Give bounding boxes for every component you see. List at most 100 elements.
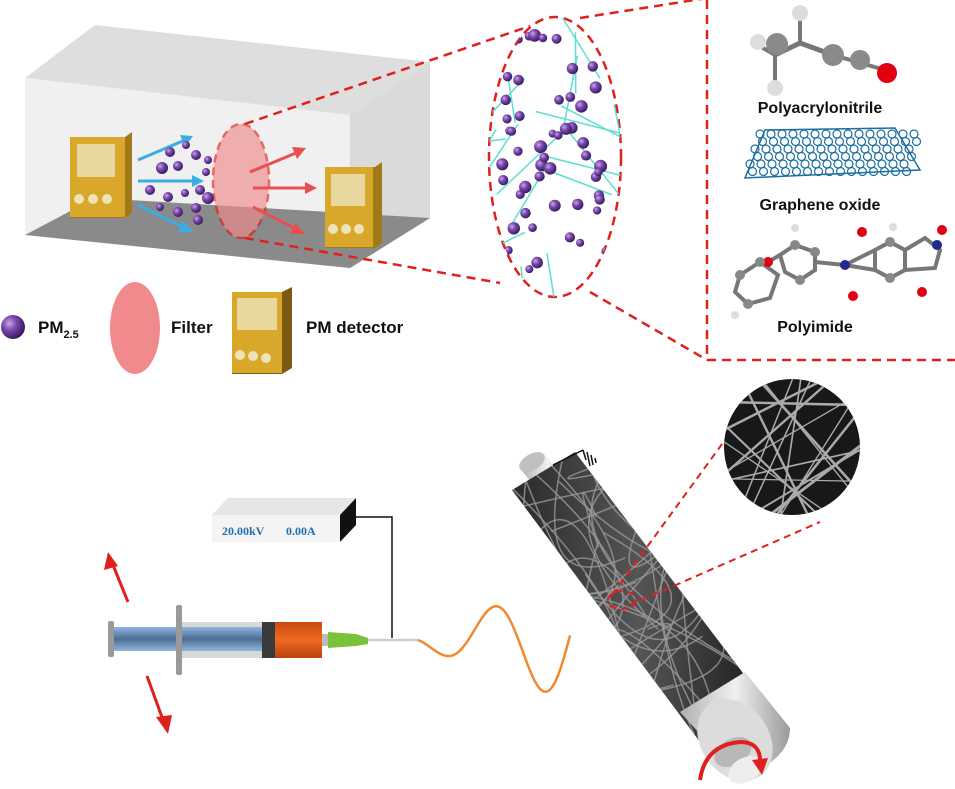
rotation-arrow — [698, 739, 763, 781]
graphene-hexagon — [860, 144, 870, 154]
current-readout: 0.00A — [286, 524, 316, 538]
graphene-hexagon — [865, 129, 875, 139]
sem-fiber — [724, 447, 860, 483]
graphene-hexagon — [766, 129, 776, 139]
captured-pm-particle — [548, 199, 561, 212]
material-label-graphene-oxide: Graphene oxide — [760, 197, 881, 214]
pm-particle — [193, 215, 203, 225]
nanofiber-strand — [613, 104, 621, 188]
captured-pm-particle — [502, 114, 512, 124]
captured-pm-particle — [553, 131, 563, 140]
sem-fiber — [757, 379, 856, 497]
graphene-hexagon — [893, 144, 903, 154]
graphene-hexagon — [856, 136, 867, 147]
graphene-hexagon — [855, 159, 865, 169]
pm-particle — [156, 203, 164, 211]
graphene-hexagon — [789, 159, 799, 169]
graphene-hexagon — [838, 144, 848, 154]
graphene-hexagon — [845, 136, 856, 147]
graphene-hexagon — [796, 151, 807, 162]
graphene-hexagon — [882, 144, 892, 154]
captured-pm-particle — [497, 39, 509, 52]
captured-pm-particle — [538, 33, 548, 43]
graphene-hexagon — [873, 151, 884, 162]
captured-pm-particle — [514, 111, 525, 122]
sem-fiber — [760, 436, 860, 515]
graphene-hexagon — [854, 129, 864, 139]
captured-pm-particle — [534, 171, 545, 182]
sem-fiber — [742, 382, 814, 515]
nanofiber-strand — [547, 156, 621, 187]
pm-particle-icon — [1, 315, 25, 339]
graphene-hexagon — [800, 159, 810, 169]
graphene-hexagon — [807, 151, 818, 162]
captured-pm-particle — [534, 140, 548, 154]
graphene-hexagon — [827, 144, 837, 154]
graphene-hexagon — [832, 129, 842, 139]
sem-fiber — [724, 379, 834, 481]
hv-wire — [356, 516, 393, 638]
ground-symbol — [552, 449, 597, 467]
captured-pm-particle — [507, 222, 521, 235]
voltage-readout: 20.00kV — [222, 524, 265, 538]
graphene-hexagon — [849, 144, 859, 154]
graphene-hexagon — [778, 159, 788, 169]
graphene-hexagon — [785, 151, 796, 162]
pm-particles — [145, 141, 214, 225]
graphene-hexagon — [779, 136, 790, 147]
graphene-hexagon — [900, 136, 911, 147]
graphene-hexagon — [843, 129, 853, 139]
captured-pm-particle — [551, 33, 562, 44]
graphene-hexagon — [899, 159, 909, 169]
sem-fiber — [749, 441, 860, 515]
graphene-hexagon — [834, 136, 845, 147]
zoom-lines-nanofiber — [607, 439, 821, 610]
graphene-hexagon — [816, 144, 826, 154]
pm-particle — [156, 162, 168, 174]
polyimide-molecule — [732, 235, 943, 307]
nanofiber-strand — [489, 138, 506, 148]
legend-pm-subscript: 2.5 — [64, 329, 79, 341]
zoom-lines-filter — [244, 24, 531, 285]
captured-pm-particle — [506, 126, 517, 136]
graphene-hexagon — [888, 159, 898, 169]
pm-detector-icon — [232, 287, 292, 374]
graphene-hexagon — [758, 166, 769, 177]
captured-pm-particle — [594, 194, 605, 205]
graphene-hexagon — [840, 151, 851, 162]
graphene-hexagon — [813, 166, 824, 177]
graphene-hexagon — [871, 144, 881, 154]
graphene-hexagon — [877, 159, 887, 169]
captured-pm-particle — [576, 238, 585, 247]
graphene-hexagon — [756, 159, 766, 169]
graphene-hexagon — [774, 151, 785, 162]
pm-particle — [163, 192, 173, 202]
svg-text:PM2.5: PM2.5 — [38, 318, 79, 341]
graphene-hexagon — [890, 166, 901, 177]
graphene-hexagon — [822, 159, 832, 169]
sem-fiber — [747, 379, 816, 515]
graphene-hexagon — [821, 129, 831, 139]
polyimide-atoms — [731, 223, 947, 319]
graphene-hexagon — [761, 144, 771, 154]
motion-arrows — [104, 552, 172, 734]
graphene-hexagon — [791, 166, 802, 177]
graphene-hexagon — [767, 159, 777, 169]
sem-fiber — [724, 478, 860, 482]
graphene-hexagon — [895, 151, 906, 162]
graphene-hexagon — [802, 166, 813, 177]
captured-pm-particle — [572, 198, 584, 211]
graphene-hexagon — [867, 136, 878, 147]
legend: PM2.5 Filter PM detector — [1, 282, 404, 374]
graphene-hexagon — [810, 129, 820, 139]
captured-pm-particle — [589, 81, 602, 94]
sem-fiber — [724, 379, 831, 437]
graphene-hexagon — [909, 129, 919, 139]
zoom-lines-materials — [579, 0, 955, 362]
syringe — [108, 605, 418, 675]
graphene-hexagon — [780, 166, 791, 177]
captured-pm-particle — [543, 162, 557, 175]
polyacrylonitrile-molecule — [750, 5, 897, 96]
graphene-hexagon — [823, 136, 834, 147]
captured-pm-particle — [566, 62, 579, 75]
